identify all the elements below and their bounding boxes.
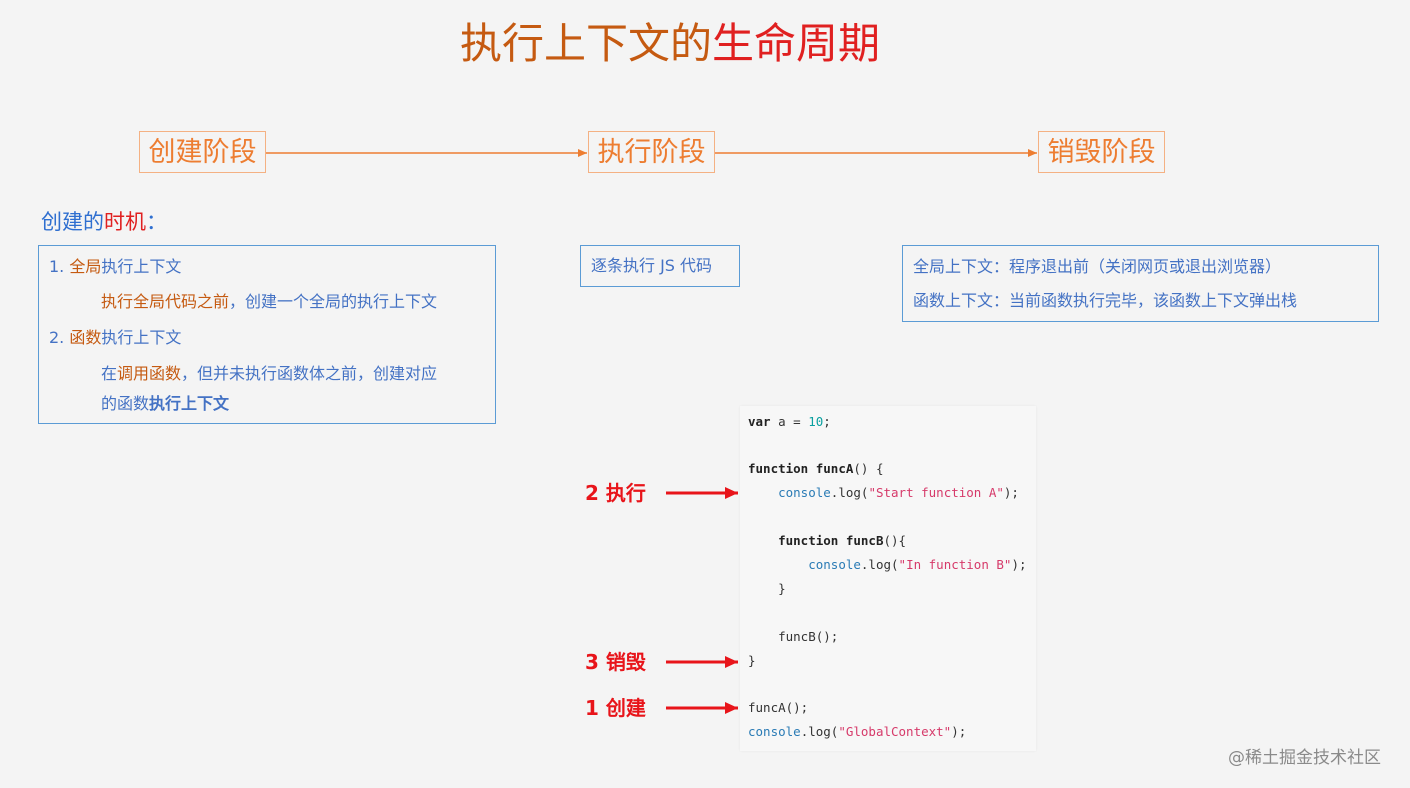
item-1-desc-rest: ，创建一个全局的执行上下文 — [229, 292, 438, 311]
marker-exec-label: 2 执行 — [585, 481, 646, 505]
item-2-rest: 执行上下文 — [101, 328, 182, 347]
code-text: () { — [853, 461, 884, 476]
item-1-rest: 执行上下文 — [101, 257, 182, 276]
code-text: ; — [823, 414, 831, 429]
heading-colon: ： — [146, 210, 167, 234]
code-text: ); — [1003, 485, 1019, 500]
create-timing-heading: 创建的时机： — [41, 206, 167, 238]
item-1-desc: 执行全局代码之前，创建一个全局的执行上下文 — [101, 292, 437, 312]
page-title: 执行上下文的生命周期 — [0, 14, 1340, 74]
code-line-7: console.log("In function B"); — [748, 555, 1027, 575]
item-2-desc-bold: 执行上下文 — [149, 394, 230, 413]
code-text: .log( — [860, 557, 899, 572]
code-panel: var a = 10; function funcA() { console.l… — [740, 406, 1036, 751]
code-text: (){ — [883, 533, 907, 548]
heading-blue: 创建的 — [41, 210, 104, 234]
code-text: .log( — [800, 724, 839, 739]
code-string: "GlobalContext" — [838, 724, 952, 739]
item-2-desc-a: 在 — [101, 364, 118, 383]
item-2-orange: 函数 — [69, 328, 102, 347]
code-number: 10 — [808, 414, 824, 429]
code-indent — [748, 533, 778, 548]
stage-exec-box: 执行阶段 — [588, 131, 715, 173]
title-part-2: 生命周期 — [712, 19, 881, 68]
code-string: "In function B" — [898, 557, 1012, 572]
code-object: console — [808, 557, 861, 572]
code-text: a = — [770, 414, 809, 429]
code-keyword: function — [778, 533, 839, 548]
destroy-line-2: 函数上下文：当前函数执行完毕，该函数上下文弹出栈 — [913, 291, 1298, 310]
item-2-desc-b: ，但并未执行函数体之前，创建对应 — [181, 364, 438, 383]
item-2-desc-line-2: 的函数执行上下文 — [101, 394, 229, 414]
item-1-orange: 全局 — [69, 257, 102, 276]
item-1-desc-orange: 执行全局代码之前 — [101, 292, 230, 311]
marker-destroy-label: 3 销毁 — [585, 650, 646, 674]
code-line-10: funcB(); — [748, 629, 839, 644]
exec-description-box: 逐条执行 JS 代码 — [580, 245, 740, 287]
watermark: @稀土掘金技术社区 — [1228, 748, 1381, 768]
code-line-8: } — [748, 581, 786, 596]
item-1-prefix: 1. — [49, 257, 70, 276]
code-line-4: console.log("Start function A"); — [748, 483, 1019, 503]
code-line-3: function funcA() { — [748, 459, 884, 479]
item-2-desc-line-1: 在调用函数，但并未执行函数体之前，创建对应 — [101, 364, 437, 384]
code-indent — [748, 485, 778, 500]
code-text: ); — [1011, 557, 1027, 572]
heading-red: 时机 — [104, 210, 146, 234]
item-1-title: 1. 全局执行上下文 — [49, 257, 181, 277]
stage-create-box: 创建阶段 — [139, 131, 266, 173]
code-object: console — [748, 724, 801, 739]
code-keyword: var — [748, 414, 771, 429]
code-line-1: var a = 10; — [748, 412, 831, 432]
code-function-name: funcB — [845, 533, 884, 548]
code-line-14: console.log("GlobalContext"); — [748, 722, 966, 742]
code-line-11: } — [748, 653, 756, 668]
code-text — [808, 461, 816, 476]
item-2-title: 2. 函数执行上下文 — [49, 328, 181, 348]
marker-create-label: 1 创建 — [585, 696, 646, 720]
code-text — [838, 533, 846, 548]
code-keyword: function — [748, 461, 809, 476]
title-part-1: 执行上下文的 — [459, 19, 712, 68]
exec-description: 逐条执行 JS 代码 — [591, 256, 713, 275]
item-2-desc-c: 的函数 — [101, 394, 150, 413]
code-object: console — [778, 485, 831, 500]
code-line-13: funcA(); — [748, 700, 809, 715]
create-timing-box: 1. 全局执行上下文 执行全局代码之前，创建一个全局的执行上下文 2. 函数执行… — [38, 245, 496, 424]
item-2-prefix: 2. — [49, 328, 70, 347]
destroy-description-box: 全局上下文：程序退出前（关闭网页或退出浏览器） 函数上下文：当前函数执行完毕，该… — [902, 245, 1379, 322]
destroy-line-1: 全局上下文：程序退出前（关闭网页或退出浏览器） — [913, 257, 1282, 276]
item-2-desc-orange: 调用函数 — [117, 364, 182, 383]
code-line-6: function funcB(){ — [748, 531, 906, 551]
code-indent — [748, 557, 808, 572]
code-function-name: funcA — [815, 461, 854, 476]
code-text: .log( — [830, 485, 869, 500]
stage-destroy-box: 销毁阶段 — [1038, 131, 1165, 173]
code-string: "Start function A" — [868, 485, 1004, 500]
code-text: ); — [951, 724, 967, 739]
